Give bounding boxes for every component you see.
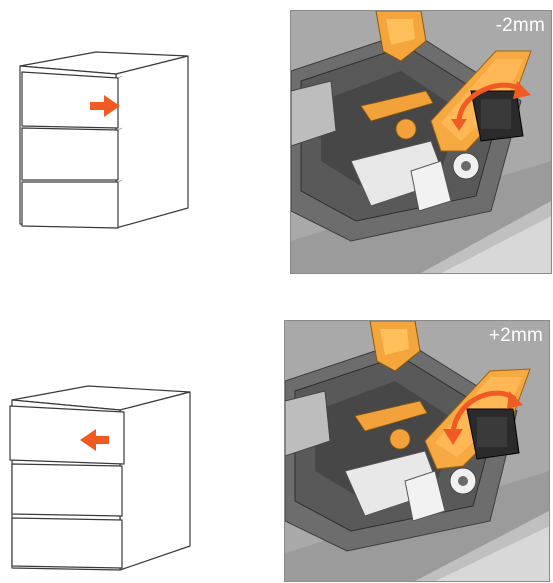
detail-view-2: +2mm: [284, 320, 550, 582]
drawer-cabinet-icon: [4, 370, 194, 580]
drawer-cabinet-icon: [12, 30, 202, 240]
adjustment-label: +2mm: [489, 325, 543, 347]
detail-view-1: -2mm: [290, 10, 552, 274]
step-1: -2mm: [0, 0, 553, 290]
adjustment-label: -2mm: [496, 15, 545, 37]
step-2: +2mm: [0, 290, 553, 583]
